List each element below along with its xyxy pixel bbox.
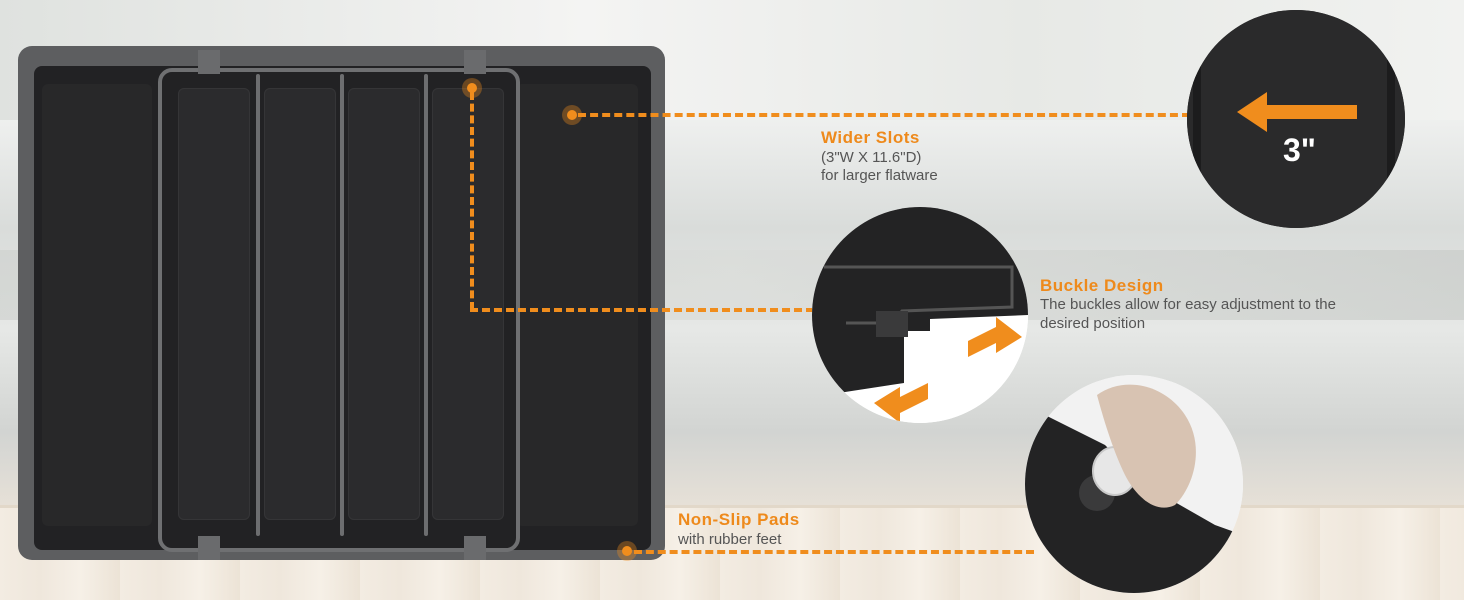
wider-slots-title: Wider Slots <box>821 128 920 147</box>
arrow-left-icon <box>874 383 928 423</box>
buckle-design-description-line2: desired position <box>1040 315 1146 332</box>
wider-slots-description: for larger flatware <box>821 167 938 184</box>
arrow-left-icon <box>1237 92 1357 132</box>
buckle-clip <box>198 50 220 74</box>
tray-right-compartment <box>516 84 638 526</box>
utensil-slot <box>264 88 336 520</box>
non-slip-pads-leader-line <box>634 550 1034 554</box>
buckle-design-description-line1: The buckles allow for easy adjustment to… <box>1040 296 1336 313</box>
hand-icon <box>1097 384 1196 508</box>
slot-divider <box>340 74 344 536</box>
buckle-design-marker <box>467 83 477 93</box>
buckle-design-title: Buckle Design <box>1040 276 1164 295</box>
non-slip-pads-marker <box>622 546 632 556</box>
buckle-design-leader-vertical <box>470 92 474 310</box>
buckle-clip <box>198 536 220 560</box>
utensil-slot <box>432 88 504 520</box>
wider-slots-marker <box>567 110 577 120</box>
non-slip-pad-detail-graphic <box>1025 375 1243 593</box>
utensil-slot <box>178 88 250 520</box>
non-slip-pads-title: Non-Slip Pads <box>678 510 800 529</box>
buckle-clip <box>464 536 486 560</box>
wider-slots-leader-line <box>578 113 1190 117</box>
table-edge <box>0 505 1464 508</box>
buckle-clip <box>464 50 486 74</box>
wider-slots-dimensions: (3"W X 11.6"D) <box>821 149 922 166</box>
tray-left-compartment <box>42 84 152 526</box>
slot-divider <box>424 74 428 536</box>
slot-divider <box>256 74 260 536</box>
buckle-detail-graphic <box>812 207 1028 423</box>
non-slip-pad-detail-circle <box>1025 375 1243 593</box>
slot-width-detail-circle: 3" <box>1187 10 1405 228</box>
utensil-slot <box>348 88 420 520</box>
slot-width-detail-graphic <box>1187 10 1405 228</box>
non-slip-pads-description: with rubber feet <box>678 531 782 548</box>
cutlery-organizer-tray <box>18 46 665 560</box>
arrow-right-icon <box>968 317 1022 357</box>
buckle-design-leader-line <box>470 308 814 312</box>
buckle-detail-circle <box>812 207 1028 423</box>
slot-width-label: 3" <box>1283 132 1316 168</box>
